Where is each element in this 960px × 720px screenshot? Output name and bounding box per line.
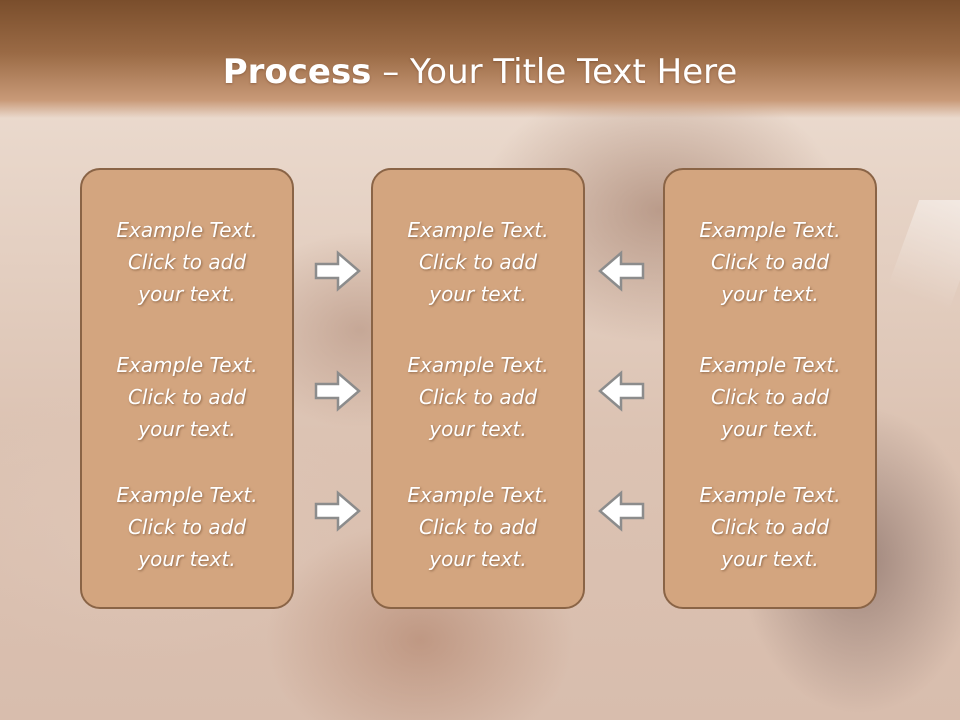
process-box-right[interactable]: Example Text. Click to add your text. Ex… — [663, 168, 877, 609]
arrow-right-icon — [314, 490, 361, 532]
process-box-left[interactable]: Example Text. Click to add your text. Ex… — [80, 168, 294, 609]
process-box-center[interactable]: Example Text. Click to add your text. Ex… — [371, 168, 585, 609]
box-text[interactable]: Example Text. Click to add your text. — [116, 483, 258, 571]
arrow-left-icon — [598, 370, 645, 412]
arrow-right-icon — [314, 370, 361, 412]
arrow-left-icon — [598, 490, 645, 532]
box-text[interactable]: Example Text. Click to add your text. — [116, 353, 258, 441]
box-text[interactable]: Example Text. Click to add your text. — [699, 353, 841, 441]
box-text[interactable]: Example Text. Click to add your text. — [407, 353, 549, 441]
title-bold: Process — [222, 52, 372, 92]
box-text[interactable]: Example Text. Click to add your text. — [407, 218, 549, 306]
slide-title[interactable]: Process – Your Title Text Here — [0, 52, 960, 92]
arrow-left-icon — [598, 250, 645, 292]
box-text[interactable]: Example Text. Click to add your text. — [699, 483, 841, 571]
title-band — [0, 0, 960, 118]
box-text[interactable]: Example Text. Click to add your text. — [116, 218, 258, 306]
title-rest: – Your Title Text Here — [371, 52, 738, 92]
box-text[interactable]: Example Text. Click to add your text. — [407, 483, 549, 571]
arrow-right-icon — [314, 250, 361, 292]
box-text[interactable]: Example Text. Click to add your text. — [699, 218, 841, 306]
